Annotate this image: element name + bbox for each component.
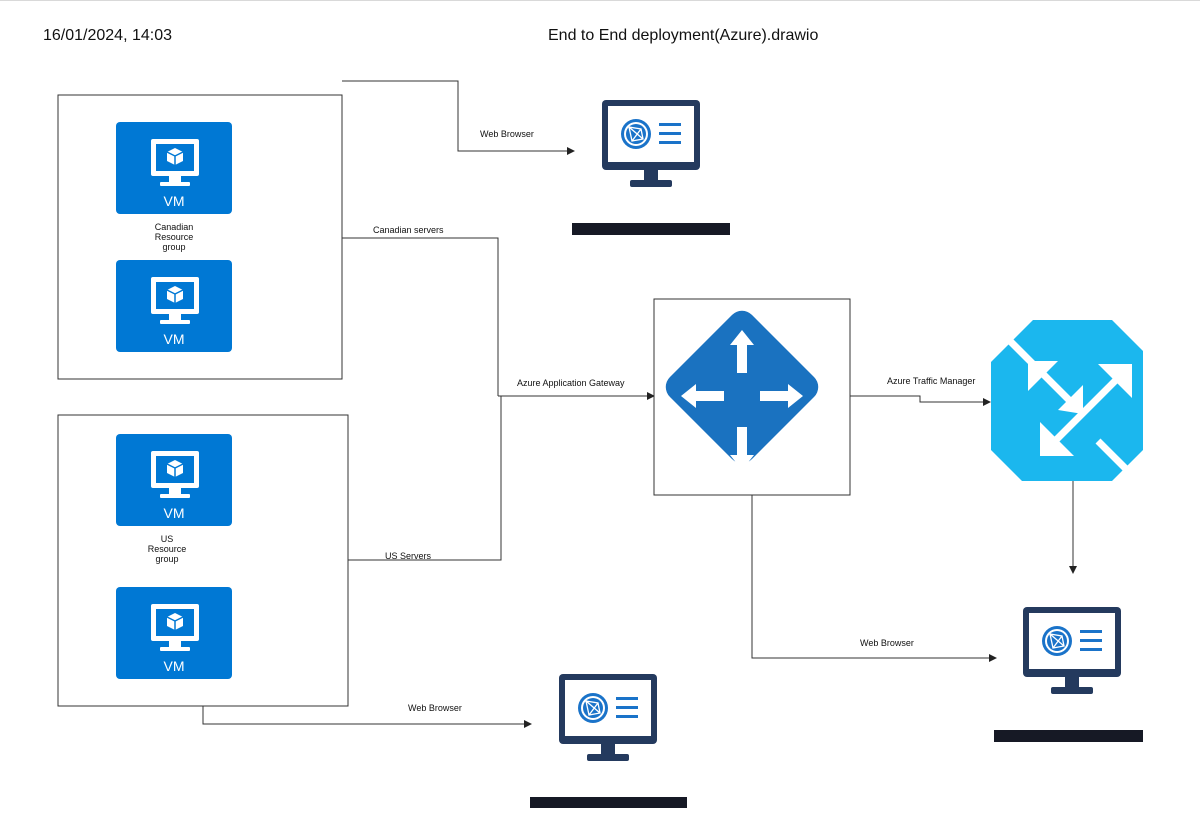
label-web-browser-top: Web Browser	[480, 129, 534, 139]
label-web-browser-right: Web Browser	[860, 638, 914, 648]
traffic-manager-icon	[991, 320, 1146, 489]
document-title: End to End deployment(Azure).drawio	[548, 27, 819, 44]
connector-web-browser-bottom	[202, 706, 532, 728]
web-browser-monitor-icon	[558, 673, 658, 762]
us-resource-group-label: US Resource group	[147, 534, 187, 564]
label-web-browser-bottom: Web Browser	[408, 703, 462, 713]
monitor-caption-bar	[994, 730, 1143, 742]
web-browser-monitor-icon	[601, 99, 701, 188]
canadian-vm-2: VM	[116, 260, 232, 352]
label-azure-application-gateway: Azure Application Gateway	[517, 378, 625, 388]
vm-label: VM	[164, 505, 185, 521]
vm-label: VM	[164, 193, 185, 209]
web-browser-monitor-icon	[1022, 606, 1122, 695]
vm-label: VM	[164, 658, 185, 674]
application-gateway-icon	[665, 310, 819, 470]
connector-us-servers	[348, 396, 502, 561]
us-vm-1: VM	[116, 434, 232, 526]
label-us-servers: US Servers	[385, 551, 432, 561]
connector-canadian-servers	[342, 237, 499, 396]
print-timestamp: 16/01/2024, 14:03	[43, 27, 173, 44]
us-vm-2: VM	[116, 587, 232, 679]
label-azure-traffic-manager: Azure Traffic Manager	[887, 376, 976, 386]
monitor-caption-bar	[572, 223, 730, 235]
connector-traffic-manager	[850, 395, 991, 406]
canadian-vm-1: VM	[116, 122, 232, 214]
connector-web-browser-right	[751, 495, 997, 662]
label-canadian-servers: Canadian servers	[373, 225, 444, 235]
canadian-resource-group-label: Canadian Resource group	[154, 222, 194, 252]
connector-web-browser-top	[342, 80, 575, 155]
canadian-resource-group-box	[57, 94, 343, 380]
monitor-caption-bar	[530, 797, 687, 808]
vm-label: VM	[164, 331, 185, 347]
